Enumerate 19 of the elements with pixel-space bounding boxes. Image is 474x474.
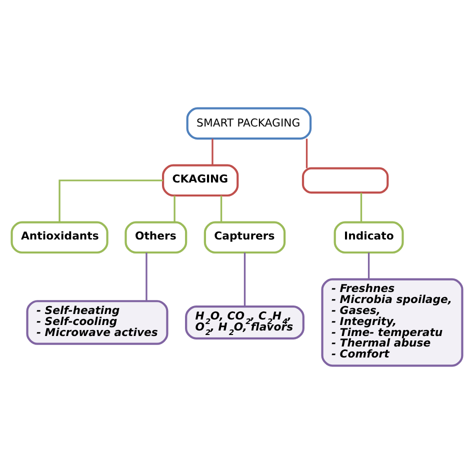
node-box: SMART PACKAGING bbox=[186, 107, 312, 140]
node-box: - Freshnes - Microbia spoilage, - Gases, - Integrity, - Time- temperatu - Thermal abuse - Comfort bbox=[321, 278, 464, 367]
connector bbox=[212, 138, 214, 166]
connector bbox=[146, 252, 148, 302]
connector bbox=[360, 192, 362, 222]
node-box: Others bbox=[124, 221, 188, 254]
connector bbox=[368, 252, 370, 280]
connector bbox=[174, 196, 176, 222]
node-box: Antioxidants bbox=[10, 221, 108, 254]
connector bbox=[244, 252, 246, 307]
node-box: Capturers bbox=[204, 221, 286, 254]
node-box: H$_{2}$O, CO$_{2}$, C$_{2}$H$_{4}$, O$_{2}$, H$_{2}$O, flavors bbox=[185, 306, 304, 340]
node-box: - Self-heating - Self-cooling - Microwave actives bbox=[26, 300, 168, 345]
connector bbox=[306, 138, 308, 168]
node-box bbox=[302, 167, 389, 194]
connector bbox=[220, 196, 222, 222]
node-box: Indicato bbox=[334, 221, 404, 254]
connector bbox=[58, 180, 163, 222]
node-box: CKAGING bbox=[162, 164, 239, 197]
